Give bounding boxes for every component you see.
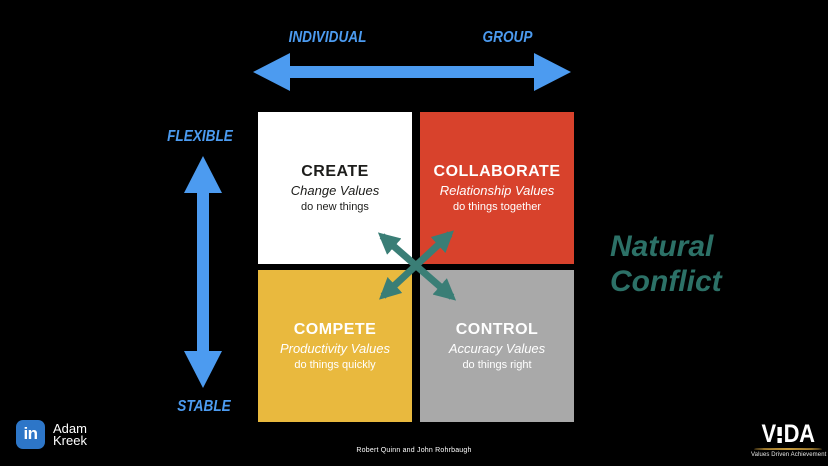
quadrant-compete-tagline: do things quickly: [294, 359, 376, 371]
axis-label-group: GROUP: [482, 29, 533, 46]
quadrant-collaborate-title: COLLABORATE: [433, 163, 561, 180]
natural-conflict-line2: Conflict: [610, 265, 722, 299]
quadrant-compete-subtitle: Productivity Values: [279, 341, 391, 356]
linkedin-name-line1: Adam: [53, 421, 87, 436]
conflict-cross-arrows-icon: [377, 230, 457, 301]
quadrant-collaborate: COLLABORATE Relationship Values do thing…: [420, 112, 574, 264]
axis-label-flexible: FLEXIBLE: [167, 128, 233, 145]
vida-accent-line: [754, 448, 822, 450]
linkedin-profile-name: Adam Kreek: [53, 420, 87, 446]
quadrant-collaborate-tagline: do things together: [452, 201, 542, 213]
quadrant-create-tagline: do new things: [301, 201, 369, 213]
vertical-axis-arrow-icon: [184, 156, 222, 388]
vida-tagline: Values Driven Achievement: [751, 452, 827, 458]
vida-logo-left: V: [761, 420, 776, 448]
quadrant-collaborate-subtitle: Relationship Values: [439, 183, 555, 198]
linkedin-icon: in: [16, 420, 45, 449]
vida-logo-block: V DA Values Driven Achievement: [751, 420, 827, 459]
attribution-text: Robert Quinn and John Rohrbaugh: [356, 447, 472, 454]
quadrant-control-tagline: do things right: [462, 359, 532, 371]
linkedin-name-line2: Kreek: [53, 432, 87, 448]
quadrant-compete-title: COMPETE: [293, 321, 377, 338]
quadrant-control-subtitle: Accuracy Values: [448, 341, 546, 356]
quadrant-create: CREATE Change Values do new things: [258, 112, 412, 264]
vida-logo: V DA: [755, 420, 820, 448]
natural-conflict-line1: Natural: [610, 230, 714, 263]
axis-label-individual: INDIVIDUAL: [288, 29, 367, 46]
natural-conflict-annotation: Natural Conflict: [610, 229, 722, 299]
vida-logo-right: DA: [783, 420, 815, 448]
vida-i-mark-icon: [777, 427, 782, 443]
quadrant-create-title: CREATE: [301, 163, 369, 180]
horizontal-axis-arrow-icon: [253, 53, 571, 91]
axis-label-stable: STABLE: [177, 398, 231, 415]
linkedin-badge: in Adam Kreek: [16, 420, 87, 449]
quadrant-control-title: CONTROL: [455, 321, 539, 338]
quadrant-create-subtitle: Change Values: [290, 183, 380, 198]
